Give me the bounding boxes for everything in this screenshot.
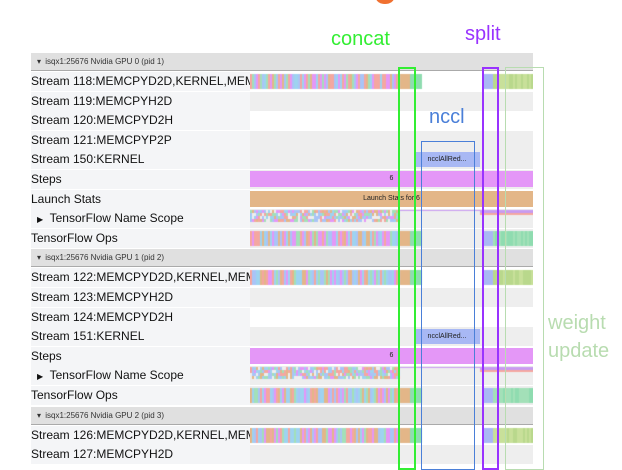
track-area[interactable]: 6 <box>250 347 533 366</box>
track-row: Stream 127:MEMCPYH2D <box>31 445 533 465</box>
nccl-annotation-label: nccl <box>429 106 465 128</box>
track-label: Stream 122:MEMCPYD2D,KERNEL,MEMCPY <box>31 268 250 288</box>
track-row: Stream 120:MEMCPYD2H <box>31 111 533 131</box>
track-area[interactable] <box>250 445 533 465</box>
expand-triangle-icon[interactable]: ▶ <box>37 215 44 225</box>
track-label: Steps <box>31 346 250 366</box>
track-label: Stream 118:MEMCPYD2D,KERNEL,MEMCPY <box>31 72 250 91</box>
track-area[interactable] <box>250 209 533 229</box>
track-label[interactable]: ▶ TensorFlow Name Scope <box>31 366 256 386</box>
track-row: Stream 151:KERNEL ncclAllRed... <box>31 327 533 347</box>
trace-events[interactable] <box>250 386 533 405</box>
track-row: Stream 124:MEMCPYD2H <box>31 307 533 327</box>
track-area[interactable]: Launch Stats for 6 <box>250 190 533 209</box>
track-row: Stream 122:MEMCPYD2D,KERNEL,MEMCPY <box>31 268 533 288</box>
weight_update-annotation-label: weight update <box>548 312 610 362</box>
track-row: ▶ TensorFlow Name Scope <box>31 366 533 386</box>
track-label[interactable]: ▶ TensorFlow Name Scope <box>31 209 256 229</box>
weight_update-annotation-box <box>505 67 544 470</box>
track-label: Stream 121:MEMCPYP2P <box>31 130 250 150</box>
concat-annotation-label: concat <box>331 28 390 50</box>
trace-events[interactable] <box>250 228 533 248</box>
track-row: Stream 118:MEMCPYD2D,KERNEL,MEMCPY <box>31 72 533 91</box>
trace-events[interactable] <box>250 425 533 445</box>
track-area[interactable] <box>250 268 533 288</box>
track-label: Stream 124:MEMCPYD2H <box>31 307 250 327</box>
trace-events[interactable] <box>250 72 533 91</box>
track-area[interactable] <box>250 130 533 150</box>
process-header[interactable]: ▾ isqx1:25676 Nvidia GPU 2 (pid 3) <box>31 406 533 425</box>
track-label: Stream 119:MEMCPYH2D <box>31 91 250 111</box>
track-row: Stream 119:MEMCPYH2D <box>31 91 533 111</box>
trace-events[interactable] <box>250 268 533 288</box>
name-scope-events[interactable] <box>250 209 533 229</box>
track-area[interactable]: ncclAllRed... <box>250 327 533 347</box>
track-label: Launch Stats <box>31 189 250 209</box>
track-label: TensorFlow Ops <box>31 386 250 405</box>
track-area[interactable] <box>250 425 533 445</box>
process-header[interactable]: ▾ isqx1:25676 Nvidia GPU 1 (pid 2) <box>31 249 533 268</box>
step-event[interactable]: 6 <box>250 347 533 364</box>
track-label: Stream 150:KERNEL <box>31 150 250 170</box>
collapse-triangle-icon[interactable]: ▾ <box>37 57 42 66</box>
expand-triangle-icon[interactable]: ▶ <box>37 372 44 382</box>
track-row: Stream 123:MEMCPYH2D <box>31 288 533 307</box>
collapse-triangle-icon[interactable]: ▾ <box>37 253 42 263</box>
track-label: Steps <box>31 170 250 189</box>
track-area[interactable] <box>250 72 533 91</box>
track-row: TensorFlow Ops <box>31 228 533 248</box>
track-area[interactable]: ncclAllRed... <box>250 150 533 170</box>
track-label: Stream 151:KERNEL <box>31 327 250 347</box>
track-label: Stream 126:MEMCPYD2D,KERNEL,MEMCPY <box>31 425 250 445</box>
track-area[interactable]: 6 <box>250 170 533 189</box>
collapse-triangle-icon[interactable]: ▾ <box>37 410 42 420</box>
track-row: Stream 150:KERNEL ncclAllRed... <box>31 150 533 170</box>
track-area[interactable] <box>250 386 533 405</box>
nccl-annotation-box <box>421 141 475 470</box>
track-row: TensorFlow Ops <box>31 386 533 405</box>
track-row: Stream 121:MEMCPYP2P <box>31 130 533 150</box>
nccl-allreduce-event[interactable]: ncclAllRed... <box>414 152 480 168</box>
concat-annotation-box <box>398 67 416 470</box>
nccl-allreduce-event[interactable]: ncclAllRed... <box>414 329 480 345</box>
track-label: Stream 123:MEMCPYH2D <box>31 288 250 307</box>
top-marker <box>376 0 394 4</box>
split-annotation-label: split <box>465 23 501 45</box>
name-scope-events[interactable] <box>250 366 533 386</box>
track-area[interactable] <box>250 288 533 307</box>
step-event[interactable]: 6 <box>250 171 533 187</box>
split-annotation-box <box>482 67 499 470</box>
track-label: Stream 120:MEMCPYD2H <box>31 111 250 131</box>
track-area[interactable] <box>250 366 533 386</box>
track-area[interactable] <box>250 91 533 111</box>
process-header[interactable]: ▾ isqx1:25676 Nvidia GPU 0 (pid 1) <box>31 53 533 71</box>
track-label: TensorFlow Ops <box>31 228 250 248</box>
track-row: ▶ TensorFlow Name Scope <box>31 209 533 229</box>
track-label: Stream 127:MEMCPYH2D <box>31 445 250 465</box>
track-area[interactable] <box>250 228 533 248</box>
launch-stats-event[interactable]: Launch Stats for 6 <box>250 190 533 207</box>
track-row: Stream 126:MEMCPYD2D,KERNEL,MEMCPY <box>31 425 533 445</box>
